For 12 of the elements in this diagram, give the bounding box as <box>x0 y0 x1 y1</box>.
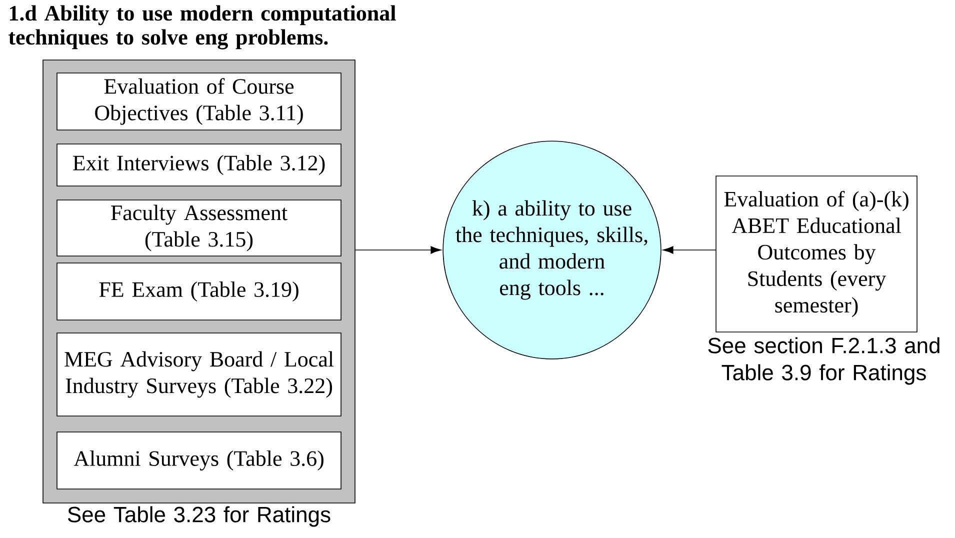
evaluation-box: Evaluation of (a)-(k) ABET Educational Outcomes by Students (every semester) <box>716 176 918 332</box>
assessment-box: Evaluation of Course Objectives (Table 3.11) <box>56 72 342 130</box>
ratings-note: See Table 3.23 for Ratings <box>68 506 330 527</box>
assessment-box: Alumni Surveys (Table 3.6) <box>56 432 342 490</box>
assessment-box: FE Exam (Table 3.19) <box>56 262 342 320</box>
arrow <box>355 246 442 254</box>
title: 1.d Ability to use modern computational techniques to solve eng problems. <box>8 5 396 50</box>
ratings-note: See section F.2.1.3 and Table 3.9 for Ratings <box>708 337 940 385</box>
assessment-box: MEG Advisory Board / Local Industry Surveys (Table 3.22) <box>56 332 342 416</box>
arrow <box>662 246 716 254</box>
assessment-box: Faculty Assessment (Table 3.15) <box>56 200 342 256</box>
assessment-box: Exit Interviews (Table 3.12) <box>56 144 342 186</box>
